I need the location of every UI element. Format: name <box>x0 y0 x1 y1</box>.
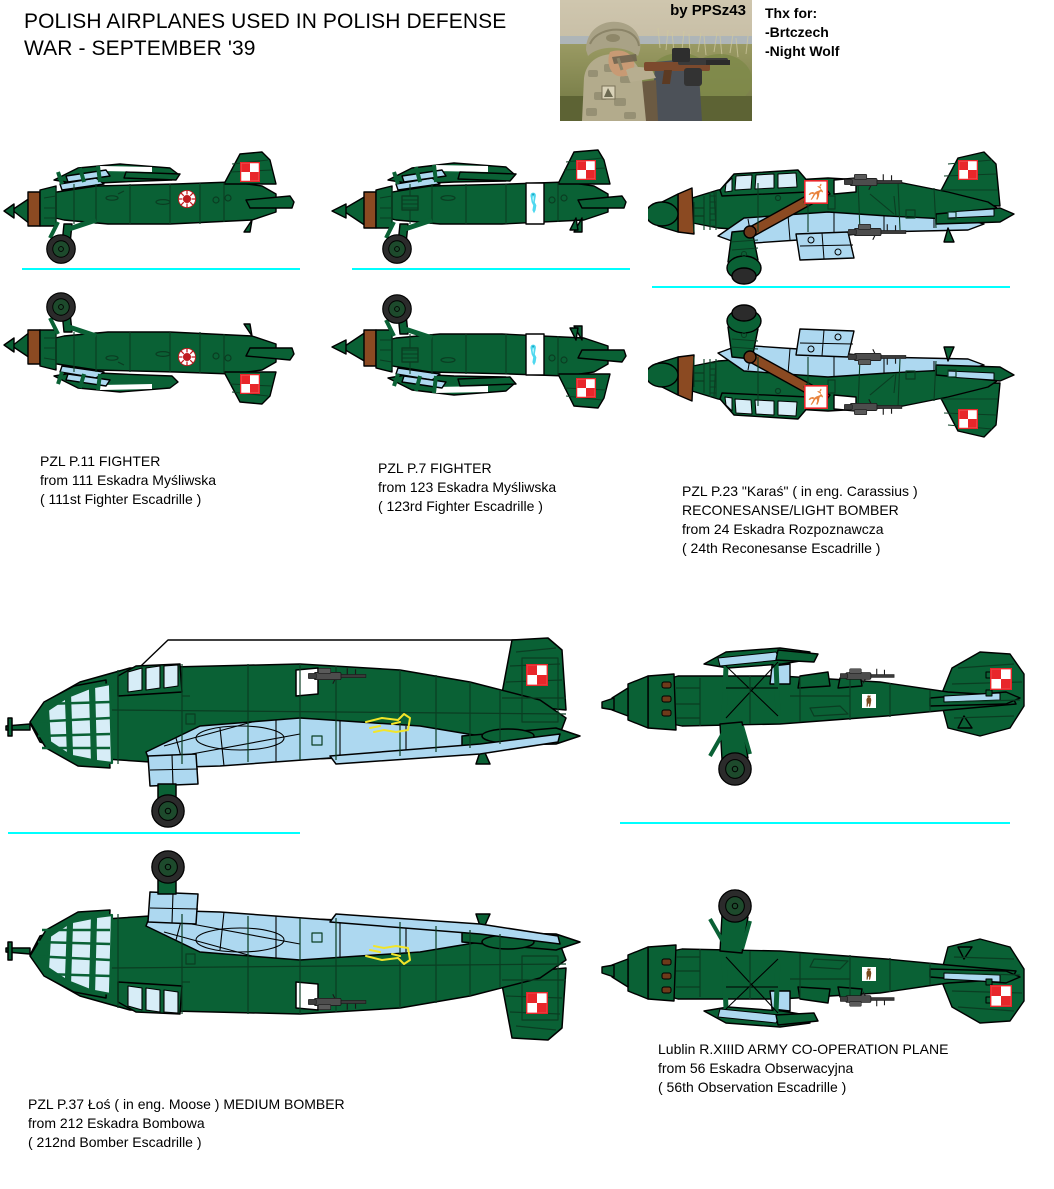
pzl-p11-side-view-inverted <box>0 288 300 418</box>
caption-pzl-p7: PZL P.7 FIGHTER from 123 Eskadra Myśliws… <box>378 460 557 514</box>
pzl-p37-side-view-upright <box>0 618 600 833</box>
pzl-p23-side-view-upright <box>648 136 1048 291</box>
page-title: POLISH AIRPLANES USED IN POLISH DEFENSE … <box>24 10 507 60</box>
thanks-list: Thx for: -Brtczech -Night Wolf <box>765 5 840 59</box>
caption-pzl-p37: PZL P.37 Łoś ( in eng. Moose ) MEDIUM BO… <box>28 1096 345 1150</box>
divider-p23 <box>652 286 1010 288</box>
divider-p11 <box>22 268 300 270</box>
pzl-p7-side-view-upright <box>330 138 630 270</box>
pzl-p37-side-view-inverted <box>0 845 600 1060</box>
divider-lublin <box>620 822 1010 824</box>
pzl-p7-side-view-inverted <box>330 288 630 420</box>
caption-pzl-p23: PZL P.23 "Karaś" ( in eng. Carassius ) R… <box>682 483 918 556</box>
soldier-photo <box>560 0 752 121</box>
divider-p7 <box>352 268 630 270</box>
caption-pzl-p11: PZL P.11 FIGHTER from 111 Eskadra Myśliw… <box>40 453 217 507</box>
lublin-rxiiid-side-view-inverted <box>600 858 1040 1043</box>
pzl-p23-side-view-inverted <box>648 298 1048 453</box>
lublin-rxiiid-side-view-upright <box>600 632 1040 817</box>
caption-lublin: Lublin R.XIIID ARMY CO-OPERATION PLANE f… <box>658 1041 949 1095</box>
pzl-p11-side-view-upright <box>0 138 300 268</box>
byline-credit: by PPSz43 <box>670 2 746 19</box>
divider-p37 <box>8 832 300 834</box>
